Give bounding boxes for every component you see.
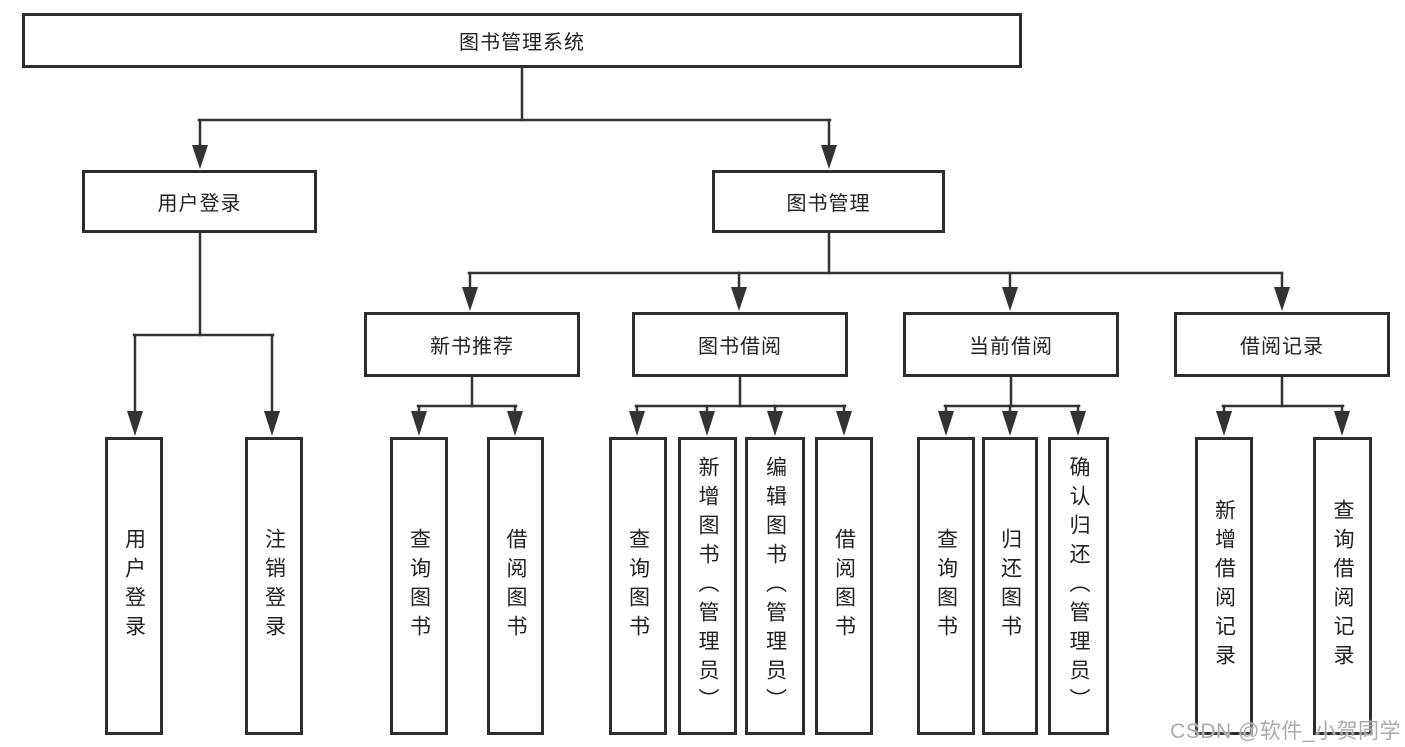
node-current-borrowing: 当前借阅 (903, 312, 1119, 377)
leaf-edit-books-admin: 编辑图书（管理员） (745, 437, 805, 735)
leaf-add-books-admin: 新增图书（管理员） (678, 437, 737, 735)
node-new-book-recommendation: 新书推荐 (364, 312, 580, 377)
node-user-login: 用户登录 (82, 170, 317, 233)
leaf-query-borrow-record: 查询借阅记录 (1313, 437, 1372, 735)
leaf-borrow-books-recommend: 借阅图书 (487, 437, 544, 735)
leaf-return-books: 归还图书 (982, 437, 1038, 735)
node-library-management-system: 图书管理系统 (22, 13, 1022, 68)
leaf-borrow-books-borrowing: 借阅图书 (815, 437, 873, 735)
watermark-csdn: CSDN @软件_小贺同学 (1170, 720, 1401, 743)
leaf-query-books-current: 查询图书 (917, 437, 975, 735)
leaf-logout: 注销登录 (245, 437, 303, 735)
leaf-confirm-return-admin: 确认归还（管理员） (1048, 437, 1109, 735)
leaf-add-borrow-record: 新增借阅记录 (1195, 437, 1253, 735)
node-book-management: 图书管理 (712, 170, 945, 233)
node-book-borrowing: 图书借阅 (632, 312, 848, 377)
leaf-query-books-borrowing: 查询图书 (609, 437, 667, 735)
leaf-query-books-recommend: 查询图书 (390, 437, 448, 735)
node-borrowing-records: 借阅记录 (1174, 312, 1390, 377)
leaf-user-login: 用户登录 (105, 437, 163, 735)
